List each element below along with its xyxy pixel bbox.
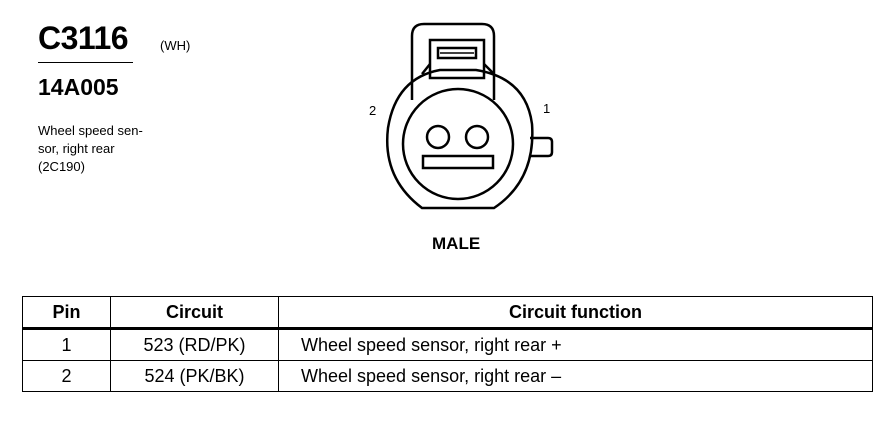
latch-slot [436, 46, 478, 60]
description-line-1: Wheel speed sen- [38, 123, 143, 138]
row-function: Wheel speed sensor, right rear + [278, 328, 873, 361]
face-rib [421, 154, 495, 170]
row-circuit: 524 (PK/BK) [110, 360, 279, 392]
description-line-3: (2C190) [38, 159, 85, 174]
connector-face [401, 87, 515, 201]
connector-id: C3116 [38, 20, 129, 56]
id-divider [38, 62, 133, 63]
header-circuit-function: Circuit function [278, 296, 873, 330]
header-circuit: Circuit [110, 296, 279, 330]
table-header-row: Pin Circuit Circuit function [22, 296, 873, 330]
row-pin: 1 [22, 328, 111, 361]
description-line-2: sor, right rear [38, 141, 115, 156]
pin-label-2: 2 [369, 103, 377, 118]
table-row: 1 523 (RD/PK) Wheel speed sensor, right … [22, 328, 873, 361]
part-number: 14A005 [38, 74, 119, 100]
header-pin: Pin [22, 296, 111, 330]
connector-shell [386, 68, 534, 210]
gender-label: MALE [432, 234, 481, 253]
latch-housing [410, 22, 496, 100]
row-pin: 2 [22, 360, 111, 392]
latch-tab [428, 38, 486, 80]
terminal-1 [464, 124, 490, 150]
terminal-2 [425, 124, 451, 150]
row-circuit: 523 (RD/PK) [110, 328, 279, 361]
row-function: Wheel speed sensor, right rear – [278, 360, 873, 392]
pin-label-1: 1 [543, 101, 551, 116]
color-code: (WH) [160, 38, 191, 53]
table-row: 2 524 (PK/BK) Wheel speed sensor, right … [22, 360, 873, 392]
pin-table: Pin Circuit Circuit function 1 523 (RD/P… [22, 296, 873, 392]
connector-face-diagram [386, 22, 554, 210]
key-tab [530, 136, 554, 158]
